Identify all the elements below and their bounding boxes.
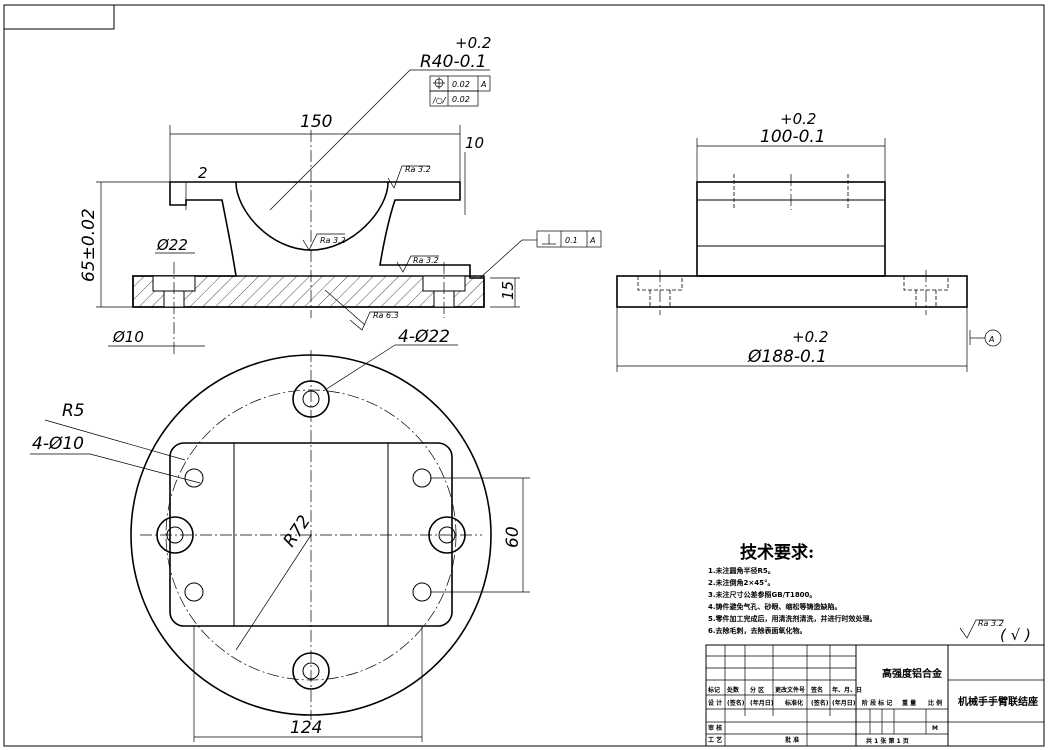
dim-10: 10	[465, 134, 484, 152]
fcf-cylindricity	[429, 90, 479, 107]
note-2: 2.未注倒角2×45°。	[708, 578, 775, 587]
note-5: 5.零件加工完成后，用清洗剂清洗，并进行时效处理。	[708, 614, 877, 623]
dim-d22: Ø22	[156, 236, 188, 254]
svg-text:设 计: 设 计	[708, 699, 722, 707]
ra-base: Ra 3.2	[413, 256, 439, 265]
notes-title: 技术要求:	[740, 542, 814, 563]
scale: M	[932, 725, 938, 732]
dim-65: 65±0.02	[79, 208, 99, 282]
datum-a-label: A	[988, 335, 994, 344]
svg-text:批 准: 批 准	[785, 736, 799, 744]
svg-text:年、月、日: 年、月、日	[832, 686, 862, 694]
svg-text:标记: 标记	[707, 686, 720, 694]
side-view: +0.2 100-0.1 +0.2 Ø188-0.1 A	[616, 110, 1002, 372]
dim-d10: Ø10	[112, 328, 144, 346]
ra-bottom: Ra 6.3	[373, 311, 399, 320]
datum-a-marker	[984, 329, 1002, 347]
svg-text:重 量: 重 量	[902, 699, 916, 707]
svg-text:(签名): (签名)	[727, 699, 745, 707]
ra-bore: Ra 3.2	[320, 236, 346, 245]
tol-upper-r40: +0.2	[455, 34, 491, 52]
cyl-tol: 0.02	[452, 95, 470, 104]
part-name: 机械手手臂联结座	[958, 695, 1038, 708]
dim-100: 100-0.1	[760, 127, 826, 147]
saddle-bore	[235, 181, 389, 251]
dim-124: 124	[290, 718, 322, 738]
svg-text:工 艺: 工 艺	[708, 736, 722, 744]
side-base	[616, 275, 968, 308]
dim-15: 15	[499, 281, 517, 300]
top-view: R72 4-Ø22 R5 4-Ø10 60 124	[30, 327, 530, 742]
dim-r72: R72	[280, 512, 315, 551]
dim-r5: R5	[62, 401, 85, 421]
svg-text:比 例: 比 例	[928, 699, 942, 707]
svg-text:(年月日): (年月日)	[832, 699, 856, 707]
svg-text:处数: 处数	[726, 686, 740, 694]
perp-datum: A	[589, 236, 595, 245]
material: 高强度铝合金	[882, 667, 943, 680]
dim-188: Ø188-0.1	[747, 347, 827, 367]
pos-datum: A	[480, 80, 486, 89]
note-3: 3.未注尺寸公差参照GB/T1800。	[708, 590, 816, 599]
svg-text:分 区: 分 区	[750, 686, 764, 694]
sheet-border	[3, 4, 1045, 747]
ra-top: Ra 3.2	[405, 165, 431, 174]
pos-tol: 0.02	[452, 80, 470, 89]
svg-text:阶 段 标 记: 阶 段 标 记	[862, 699, 892, 707]
svg-text:更改文件号: 更改文件号	[775, 686, 805, 694]
dim-4-d22: 4-Ø22	[398, 327, 450, 347]
svg-text:签名: 签名	[810, 686, 823, 694]
dia-tol-upper: +0.2	[792, 328, 828, 346]
title-block: 高强度铝合金 机械手手臂联结座 标记 处数 分 区 更改文件号 签名 年、月、日…	[705, 644, 1045, 747]
front-section-view: 150 2 10 65±0.02 Ø22 Ø10 15 +0.2 R40-0.1…	[79, 34, 602, 355]
note-1: 1.未注圆角半径R5。	[708, 566, 775, 575]
dim-60: 60	[503, 526, 523, 548]
note-4: 4.铸件避免气孔、砂眼、缩松等铸造缺陷。	[708, 602, 842, 611]
technical-notes: 技术要求: 1.未注圆角半径R5。 2.未注倒角2×45°。 3.未注尺寸公差参…	[708, 542, 1031, 644]
note-6: 6.去除毛刺，去除表面氧化物。	[708, 626, 807, 635]
svg-text:共 1 张 第 1 页: 共 1 张 第 1 页	[866, 737, 909, 745]
svg-text:标准化: 标准化	[784, 699, 803, 707]
dim-r40: R40-0.1	[420, 52, 487, 72]
corner-box	[3, 4, 115, 30]
dim-150: 150	[300, 112, 332, 132]
svg-text:/○/: /○/	[432, 96, 447, 105]
side-tol-upper: +0.2	[780, 110, 816, 128]
perp-tol: 0.1	[565, 236, 578, 245]
svg-text:(签名): (签名)	[811, 699, 829, 707]
dim-4-d10: 4-Ø10	[32, 434, 84, 454]
svg-text:审 核: 审 核	[708, 724, 722, 732]
fcf-perpendicular	[536, 230, 602, 248]
surface-other: ( √ )	[1000, 626, 1031, 644]
surface-default: Ra 3.2	[978, 619, 1004, 628]
dim-2: 2	[198, 164, 208, 182]
svg-text:(年月日): (年月日)	[750, 699, 774, 707]
